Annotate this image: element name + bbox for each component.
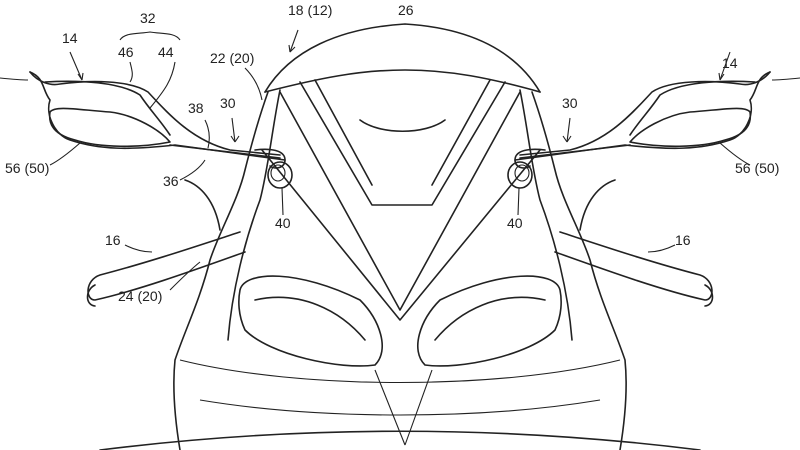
- label-16-left: 16: [105, 232, 121, 248]
- left-side: [0, 71, 293, 450]
- label-30-left: 30: [220, 95, 236, 111]
- label-26: 26: [398, 2, 414, 18]
- label-14-right: 14: [722, 55, 738, 71]
- label-38: 38: [188, 100, 204, 116]
- label-18-12: 18 (12): [288, 2, 333, 18]
- label-14-left: 14: [62, 30, 78, 46]
- label-22-20: 22 (20): [210, 50, 255, 66]
- windscreen: [264, 23, 541, 93]
- label-56-50-left: 56 (50): [5, 160, 50, 176]
- label-16-right: 16: [675, 232, 691, 248]
- label-46: 46: [118, 44, 134, 60]
- label-32: 32: [140, 10, 156, 26]
- label-40-right: 40: [507, 215, 523, 231]
- label-24-20: 24 (20): [118, 288, 163, 304]
- label-56-50-right: 56 (50): [735, 160, 780, 176]
- label-30-right: 30: [562, 95, 578, 111]
- label-36: 36: [163, 173, 179, 189]
- label-44: 44: [158, 44, 174, 60]
- right-side: [507, 71, 800, 450]
- label-40-left: 40: [275, 215, 291, 231]
- leader-lines: [49, 29, 751, 446]
